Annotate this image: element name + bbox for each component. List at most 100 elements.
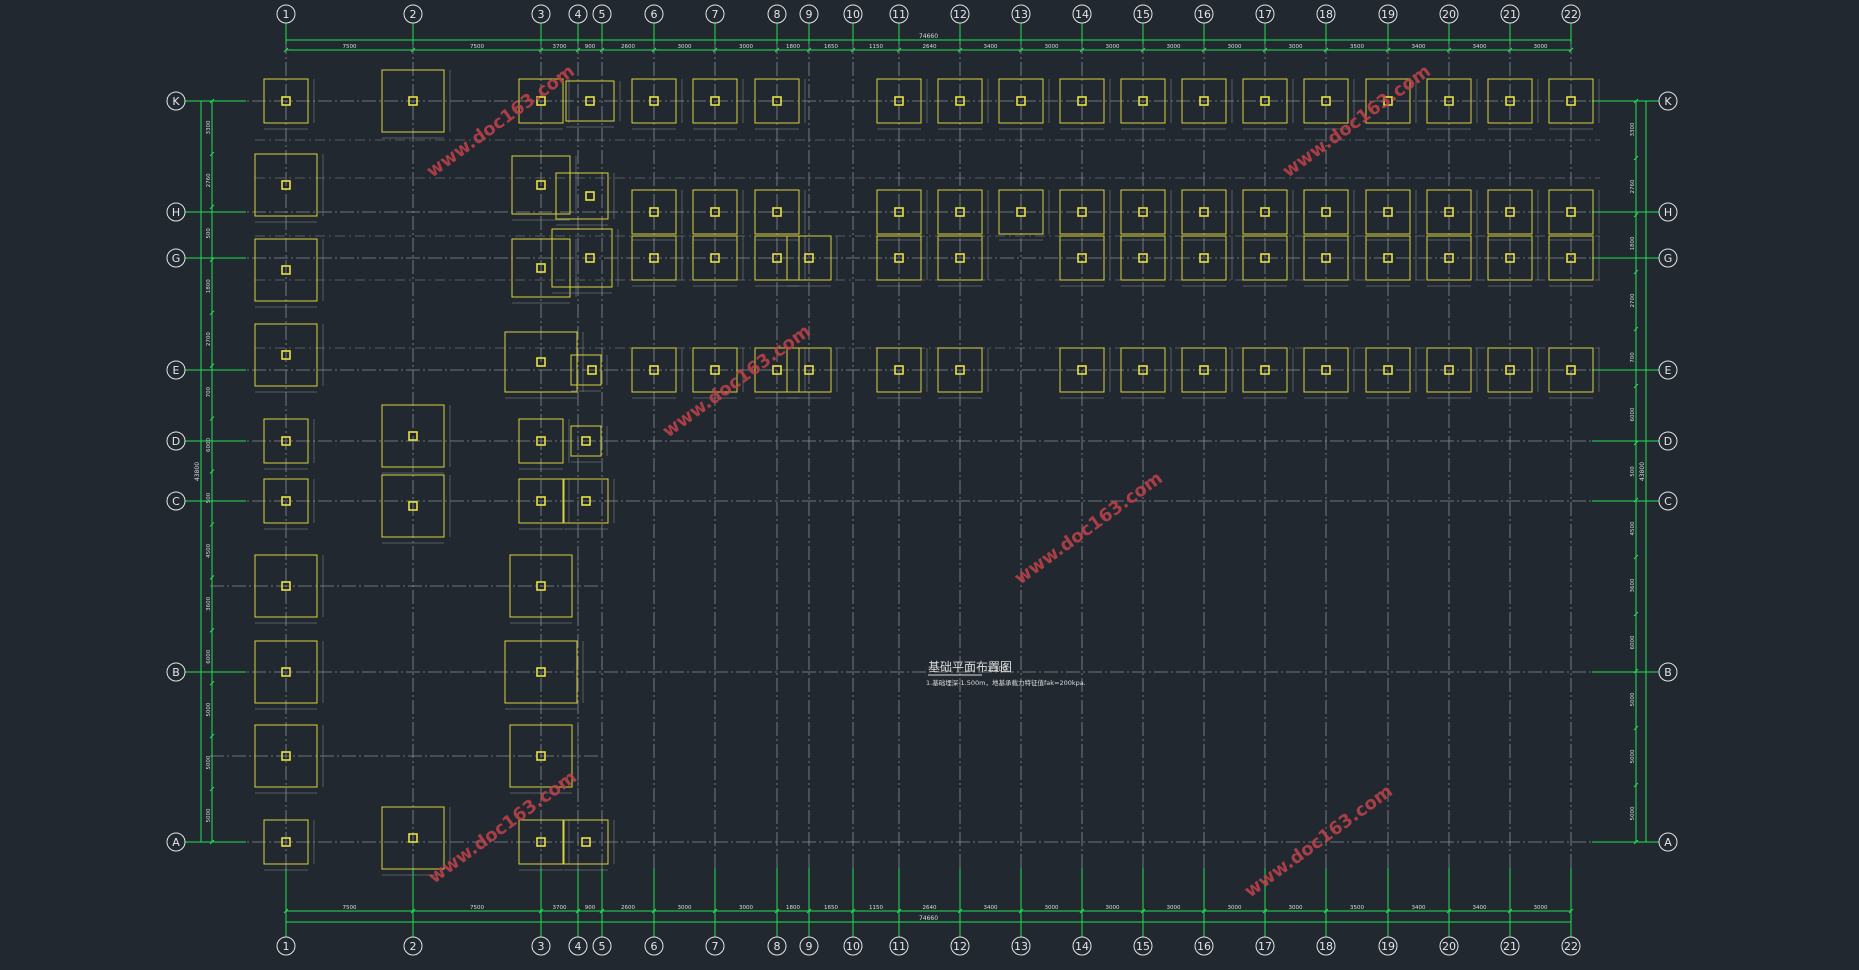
column	[1077, 365, 1087, 375]
axis-bubble-circle	[1255, 4, 1275, 24]
dimension-label: 6000	[1630, 635, 1636, 649]
column	[281, 751, 291, 761]
footing	[1426, 235, 1472, 281]
column	[408, 501, 418, 511]
dimension-label: 7500	[470, 44, 484, 50]
dimension-label: 3500	[1350, 905, 1364, 911]
axis-bubble-circle	[1658, 91, 1678, 111]
dimension-label: 2640	[923, 44, 937, 50]
footing	[937, 235, 983, 281]
column	[587, 365, 597, 375]
axis-bubble-label: 10	[846, 940, 860, 953]
watermark-text: www.doc163.com	[423, 61, 579, 182]
drawing-note: 1.基础埋深-1.500m，地基承载力特征值fak=200kpa.	[926, 678, 1086, 687]
footing	[570, 354, 602, 386]
footing	[998, 78, 1044, 124]
footing	[1181, 189, 1227, 235]
dimension-label: 7500	[470, 905, 484, 911]
dimension-tick	[410, 908, 416, 914]
column	[1077, 253, 1087, 263]
dimension-label: 6000	[206, 649, 212, 663]
footing	[551, 228, 613, 288]
column	[281, 96, 291, 106]
axis-bubble-circle	[1316, 4, 1336, 24]
dimension-tick	[1201, 908, 1207, 914]
footing	[937, 189, 983, 235]
dimension-label: 3000	[1289, 44, 1303, 50]
axis-bubble-circle	[705, 4, 725, 24]
axis-bubble-circle	[1194, 936, 1214, 956]
axis-bubble-label: 9	[806, 8, 813, 21]
axis-bubble-label: 8	[774, 940, 781, 953]
dimension-tick	[850, 908, 856, 914]
dimension-label: 900	[585, 44, 596, 50]
column	[710, 96, 720, 106]
drawing-scale: 1:100	[987, 665, 1007, 673]
dimension-tick	[1446, 47, 1452, 53]
dimension-tick	[1633, 782, 1639, 788]
axis-bubble-circle	[1011, 936, 1031, 956]
axis-bubble-label: 13	[1014, 940, 1028, 953]
dimension-label: 1800	[786, 44, 800, 50]
dimension-label: 3000	[678, 44, 692, 50]
axis-bubble-circle	[276, 936, 296, 956]
axis-bubble-circle	[1658, 248, 1678, 268]
axis-bubble-circle	[799, 4, 819, 24]
dimension-tick	[1633, 554, 1639, 560]
axis-grid-lines	[186, 40, 1660, 928]
footing	[263, 478, 309, 524]
axis-bubble-circle	[1658, 202, 1678, 222]
axis-bubble-label: A	[172, 836, 180, 849]
dimension-tick	[209, 733, 215, 739]
dimension-tick	[1079, 47, 1085, 53]
column	[1199, 96, 1209, 106]
dimension-label: 2600	[621, 44, 635, 50]
dimension-tick	[1018, 908, 1024, 914]
axis-bubble-circle	[166, 248, 186, 268]
footing	[754, 78, 800, 124]
column	[1566, 253, 1576, 263]
axis-bubble-label: 6	[651, 940, 658, 953]
dimension-tick	[1385, 47, 1391, 53]
footing	[1181, 235, 1227, 281]
footing	[254, 554, 318, 618]
dimension-label: 3000	[1167, 44, 1181, 50]
dimension-tick	[1385, 908, 1391, 914]
axis-bubble-label: 13	[1014, 8, 1028, 21]
column	[649, 96, 659, 106]
axis-bubble-circle	[166, 662, 186, 682]
dimension-tick	[651, 908, 657, 914]
axis-bubble-circle	[403, 936, 423, 956]
dimension-tick	[209, 522, 215, 527]
dimension-label: 7500	[343, 905, 357, 911]
dimension-tick	[1633, 383, 1639, 389]
dimension-tick	[712, 908, 718, 914]
dimension-total-label: 74660	[919, 33, 938, 40]
dimension-tick	[1201, 47, 1207, 53]
axis-bubble-label: 3	[538, 940, 545, 953]
dimension-label: 1650	[824, 44, 838, 50]
axis-bubble-circle	[166, 832, 186, 852]
column	[1383, 207, 1393, 217]
footing	[1426, 189, 1472, 235]
axis-bubble-label: K	[172, 95, 180, 108]
dimension-label: 1800	[786, 905, 800, 911]
dimension-label: 5000	[1630, 806, 1636, 820]
dimension-label: 1800	[206, 279, 212, 293]
dimension-tick	[806, 47, 812, 53]
column	[1199, 207, 1209, 217]
column	[955, 365, 965, 375]
axis-bubble-circle	[1658, 360, 1678, 380]
watermark-text: www.doc163.com	[1241, 781, 1397, 902]
column	[894, 96, 904, 106]
footing	[504, 331, 578, 393]
axis-bubble-circle	[1658, 662, 1678, 682]
axis-bubble-label: 3	[538, 8, 545, 21]
column	[772, 253, 782, 263]
axis-bubble-label: 6	[651, 8, 658, 21]
footing	[504, 640, 578, 704]
dimension-label: 3000	[1228, 44, 1242, 50]
footing	[1059, 235, 1105, 281]
footing	[1426, 78, 1472, 124]
